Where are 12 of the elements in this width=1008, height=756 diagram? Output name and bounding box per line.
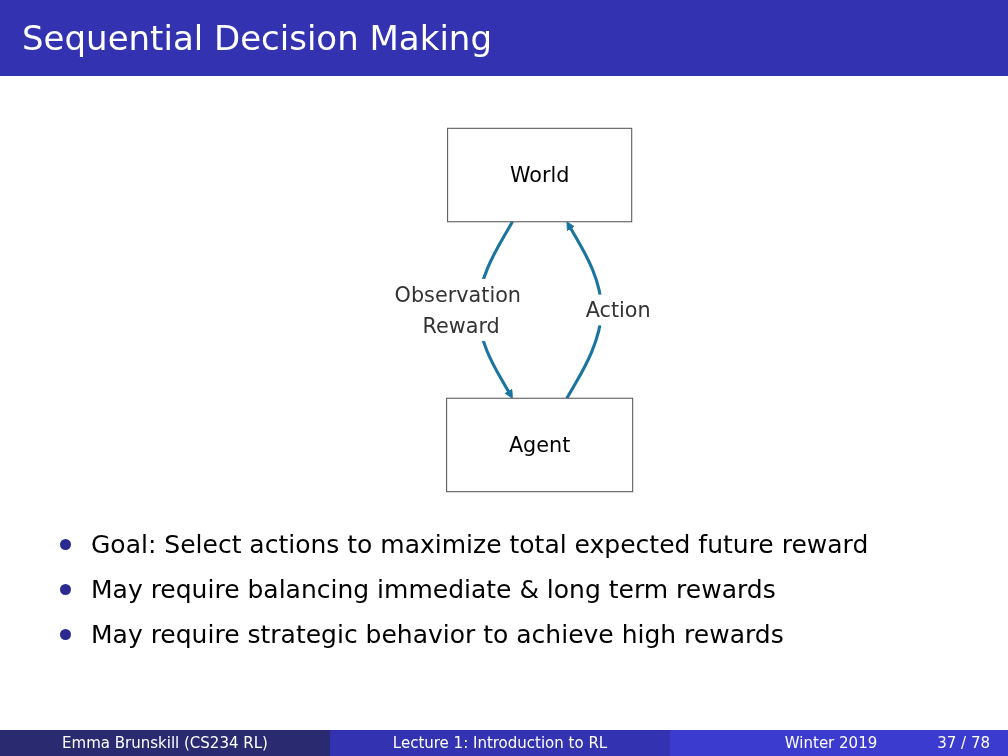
node-box: World: [447, 127, 633, 223]
edge-label: Action: [585, 297, 651, 323]
footer-author: Emma Brunskill (CS234 RL): [61, 733, 269, 754]
page-number: 37 / 78: [937, 733, 990, 754]
bullet-text: Goal: Select actions to maximize total expected future reward: [91, 530, 869, 559]
bullet-text: May require strategic behavior to achieve high rewards: [91, 620, 784, 649]
node-box: Agent: [446, 397, 634, 493]
footer-date: Winter 2019: [784, 733, 878, 754]
slide-title: Sequential Decision Making: [0, 0, 1008, 76]
bullet-text: May require balancing immediate & long term rewards: [91, 575, 776, 604]
edge-label: Observation Reward: [394, 281, 522, 339]
footer-lecture: Lecture 1: Introduction to RL: [391, 733, 609, 754]
